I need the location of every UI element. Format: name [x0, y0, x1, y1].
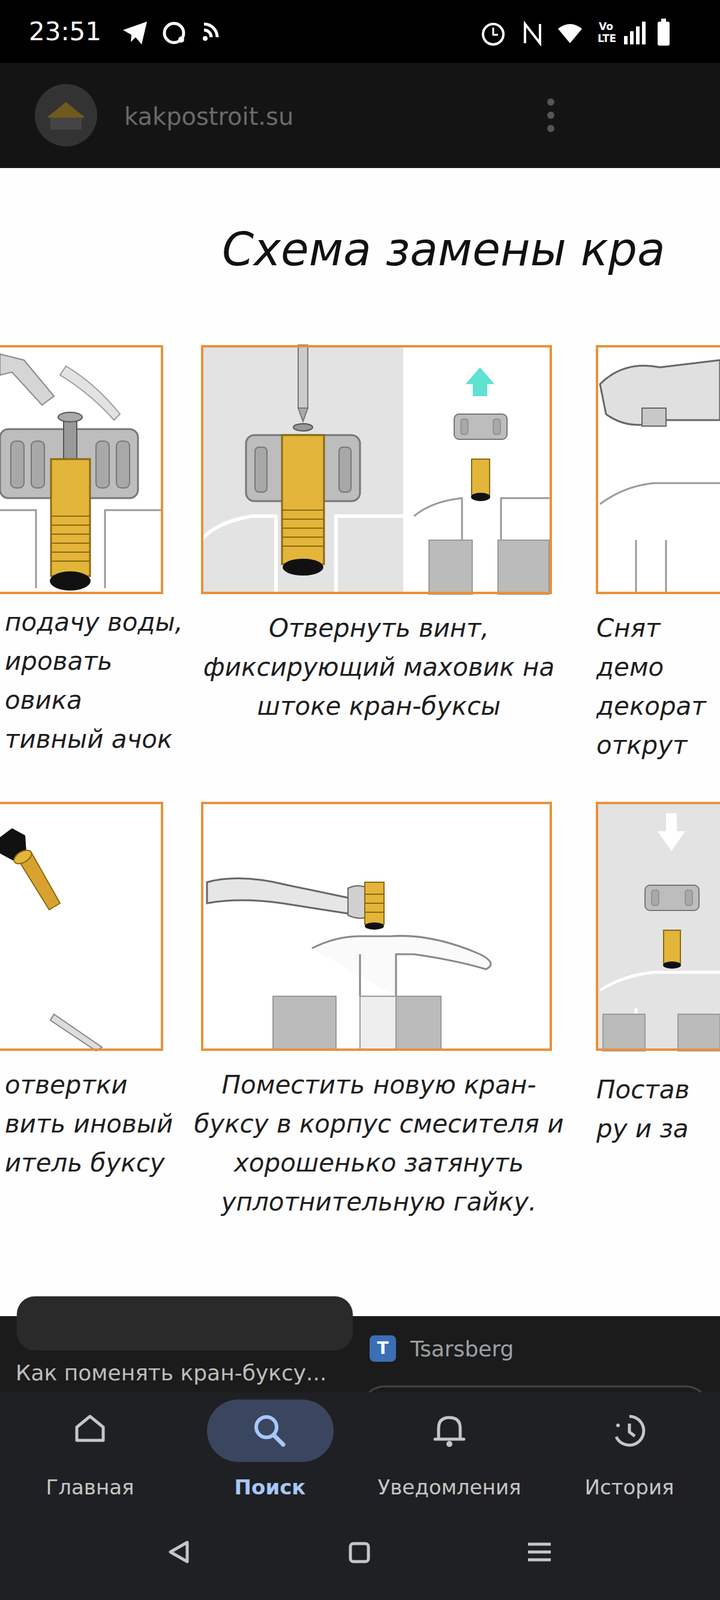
step-panel: Постав ру и за: [595, 801, 720, 1051]
step-caption: подачу воды, ировать овика тивный ачок: [4, 602, 185, 759]
site-name: kakpostroit.su: [124, 102, 294, 131]
nav-label: Поиск: [234, 1474, 306, 1500]
nav-label: История: [585, 1474, 675, 1500]
step-caption: отвертки вить иновый итель буксу: [4, 1065, 185, 1182]
step-panel: Поместить новую кран-буксу в корпус смес…: [201, 801, 552, 1051]
status-icon-text: Vo: [598, 20, 614, 33]
step-caption: Отвернуть винт, фиксирующий маховик на ш…: [191, 608, 567, 726]
diagram-title: Схема замены кра: [222, 222, 666, 277]
step-panel: Отвернуть винт, фиксирующий маховик на ш…: [201, 345, 552, 594]
step-panel: отвертки вить иновый итель буксу: [0, 801, 164, 1051]
step-panel: Снят демо декорат открут: [595, 345, 720, 594]
step-caption: Поместить новую кран-буксу в корпус смес…: [191, 1065, 567, 1221]
site-icon-letter: T: [376, 1338, 389, 1359]
status-icon-text: LTE: [597, 32, 617, 45]
step-caption: Постав ру и за: [596, 1069, 717, 1148]
step-caption: Снят демо декорат открут: [596, 608, 717, 765]
nav-label: Главная: [46, 1474, 135, 1500]
result-title: Как поменять кран-буксу...: [15, 1359, 327, 1386]
nav-label: Уведомления: [377, 1474, 521, 1500]
step-panel: подачу воды, ировать овика тивный ачок: [0, 345, 164, 594]
status-time: 23:51: [28, 16, 102, 47]
site-name: Tsarsberg: [410, 1335, 514, 1362]
